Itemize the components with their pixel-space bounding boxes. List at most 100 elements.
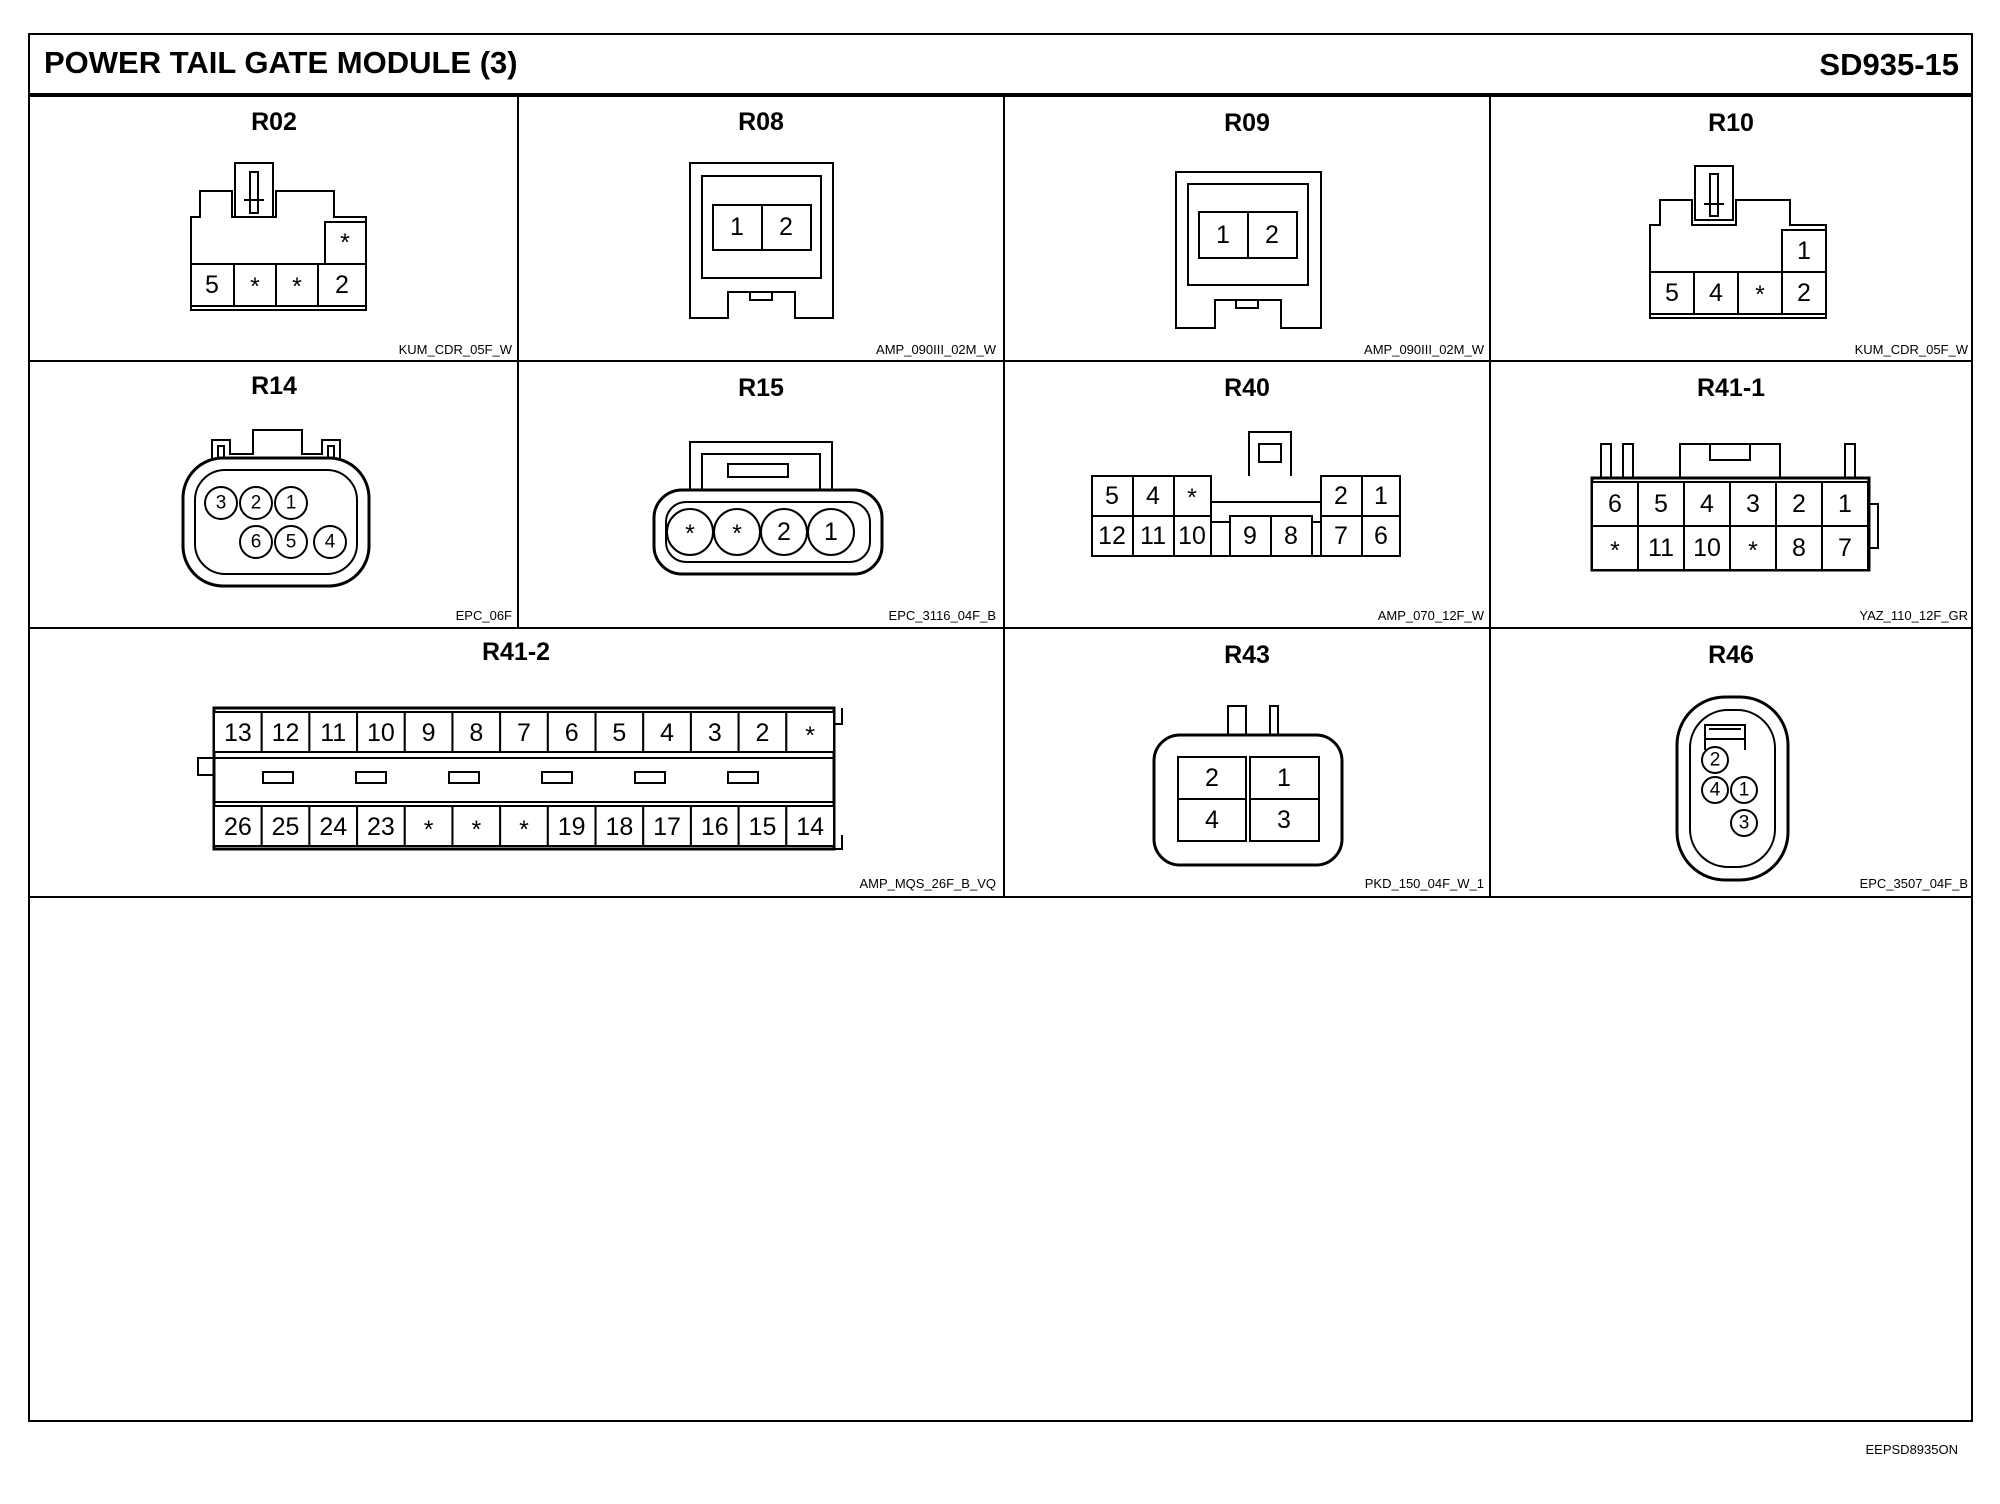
pin: 2: [1205, 764, 1219, 792]
pin: 4: [1709, 279, 1723, 307]
connector-r46: R46 2 4 1 3 EPC_3507_04F_B: [1675, 641, 1968, 891]
pin: 3: [1746, 490, 1760, 518]
pin: 6: [1374, 522, 1388, 550]
connector-label: R10: [1708, 109, 1754, 137]
part-number: EPC_3507_04F_B: [1860, 876, 1968, 891]
pin-cell: [356, 711, 406, 753]
connector-label: R15: [738, 374, 784, 402]
pin: 25: [272, 813, 300, 841]
pin: 4: [325, 532, 336, 553]
pin-cell: [642, 711, 692, 753]
pin-cell: [594, 805, 645, 847]
part-number: AMP_070_12F_W: [1378, 608, 1485, 623]
part-number: PKD_150_04F_W_1: [1365, 876, 1484, 891]
pin: 12: [1098, 522, 1126, 550]
connector-label: R02: [251, 108, 297, 136]
pin: 18: [605, 813, 633, 841]
pin: 26: [224, 813, 252, 841]
pin: 1: [1838, 490, 1852, 518]
part-number: AMP_090III_02M_W: [876, 342, 997, 357]
pin: *: [292, 273, 302, 301]
connector-label: R41-1: [1697, 374, 1765, 402]
latch-slots: [262, 771, 759, 784]
pin-cell: [1637, 481, 1685, 527]
pin: 2: [1710, 750, 1721, 771]
pin: 2: [777, 518, 791, 546]
pin-cell: [308, 805, 359, 847]
pin: 5: [612, 719, 626, 747]
pin-cell: [689, 805, 740, 847]
pin: 4: [1146, 482, 1160, 510]
connector-label: R43: [1224, 641, 1270, 669]
pin: 11: [1140, 522, 1166, 550]
part-number: EPC_3116_04F_B: [889, 608, 996, 623]
pin: 24: [319, 813, 347, 841]
connector-r08: R08 1 2 AMP_090III_02M_W: [689, 108, 997, 357]
page-title: POWER TAIL GATE MODULE (3): [44, 45, 518, 80]
pin: 5: [1105, 482, 1119, 510]
pin: 1: [286, 493, 297, 514]
pin: 2: [756, 719, 770, 747]
pin: *: [1610, 537, 1620, 565]
page-code: SD935-15: [1819, 47, 1959, 82]
pin-cell: [689, 711, 740, 753]
pin: 1: [1216, 221, 1230, 249]
pin: 1: [1277, 764, 1291, 792]
pin: *: [732, 520, 742, 548]
pin-cell: [642, 805, 692, 847]
pin: 3: [708, 719, 722, 747]
pin: 1: [1797, 237, 1811, 265]
pin: 4: [1710, 780, 1721, 801]
connector-r09: R09 1 2 AMP_090III_02M_W: [1175, 109, 1485, 357]
pin: 1: [730, 213, 744, 241]
pin-cell: [451, 711, 502, 753]
pin: *: [1755, 281, 1765, 309]
pin: 2: [335, 271, 349, 299]
connector-r15: R15 * * 2 1 EPC_3116_04F_B: [652, 374, 996, 623]
pin: 6: [1608, 490, 1622, 518]
pin-cell: [546, 805, 597, 847]
pin: 3: [216, 493, 227, 514]
pin: 3: [1277, 806, 1291, 834]
pin: *: [250, 273, 260, 301]
pin: *: [1187, 484, 1197, 512]
pin: 1: [824, 518, 838, 546]
pin: *: [519, 816, 529, 844]
connector-r40: R40 5 4 * 2 1 12 11 10 9 8 7 6 AMP_070_1…: [1091, 374, 1485, 623]
part-number: KUM_CDR_05F_W: [1855, 342, 1969, 357]
pin: 15: [749, 813, 777, 841]
pin: 3: [1739, 813, 1750, 834]
grid-lines: [28, 95, 1973, 898]
part-number: AMP_MQS_26F_B_VQ: [859, 876, 996, 891]
pin: 5: [205, 271, 219, 299]
diagram-frame: POWER TAIL GATE MODULE (3) SD935-15: [28, 33, 1973, 1422]
pin: 11: [320, 719, 346, 747]
part-number: YAZ_110_12F_GR: [1859, 608, 1968, 623]
pin: 12: [272, 719, 300, 747]
pin: 9: [1243, 522, 1257, 550]
pin: 1: [1739, 780, 1750, 801]
pin: 7: [1838, 534, 1852, 562]
pin: 7: [1334, 522, 1348, 550]
pin: 23: [367, 813, 395, 841]
pin: 9: [422, 719, 436, 747]
pin: *: [424, 816, 434, 844]
pin-cell: [1729, 481, 1777, 527]
pin: 7: [517, 719, 531, 747]
pin-cell: [594, 711, 645, 753]
part-number: KUM_CDR_05F_W: [399, 342, 513, 357]
part-number: EPC_06F: [456, 608, 512, 623]
pin: *: [340, 229, 350, 257]
pin: *: [471, 816, 481, 844]
pin-cell: [1591, 525, 1639, 571]
pin-cell: [785, 711, 835, 753]
connector-label: R41-2: [482, 638, 550, 666]
connector-label: R46: [1708, 641, 1754, 669]
connector-label: R08: [738, 108, 784, 136]
pin-cell: [403, 711, 454, 753]
pin: 5: [1665, 279, 1679, 307]
pin: 4: [1700, 490, 1714, 518]
pin-cell: [1729, 525, 1777, 571]
pin: 2: [1792, 490, 1806, 518]
